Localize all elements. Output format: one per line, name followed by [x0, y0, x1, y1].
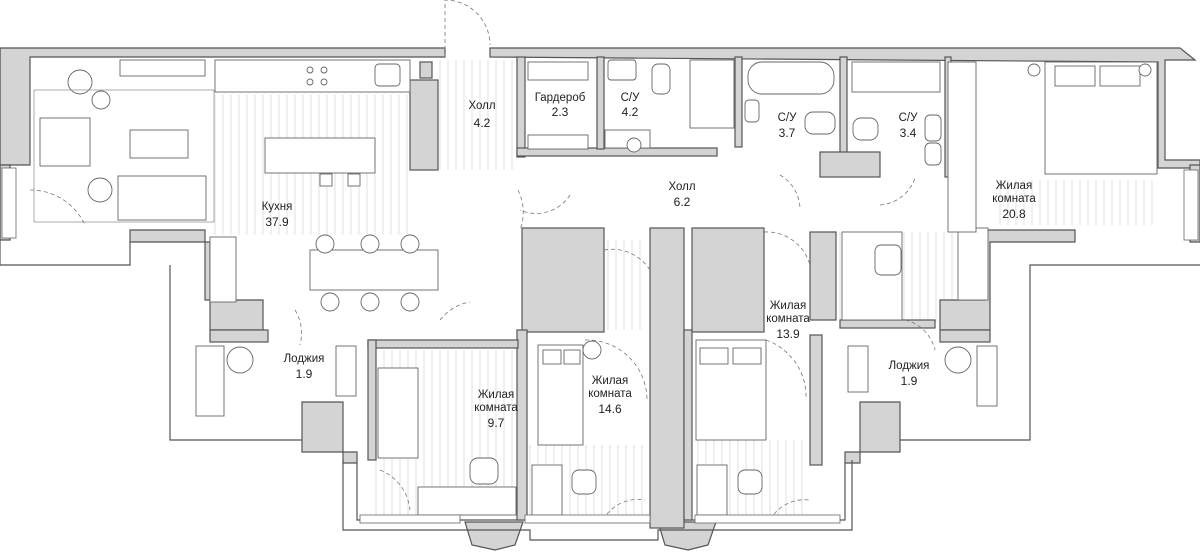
hall1-name: Холл — [468, 100, 495, 112]
loggia-left-name: Лоджия — [284, 353, 325, 365]
room-labels: Кухня 37.9 Холл 4.2 Гардероб 2.3 С/У 4.2… — [262, 92, 1037, 430]
center-bedroom-area: 14.6 — [598, 402, 622, 416]
hall2-area: 6.2 — [674, 195, 691, 209]
small-bedroom-name2: комната — [474, 402, 518, 414]
center-bedroom-name1: Жилая — [592, 375, 628, 387]
bath2-area: 3.7 — [779, 126, 796, 140]
bath3-name: С/У — [899, 112, 919, 124]
mid-bedroom-area: 13.9 — [776, 327, 800, 341]
mid-bedroom-name1: Жилая — [770, 300, 806, 312]
center-bedroom-name2: комната — [588, 388, 632, 400]
bathroom-fixtures — [527, 59, 942, 166]
wardrobe-area: 2.3 — [552, 105, 569, 119]
windows — [1, 167, 1199, 524]
small-bedroom-name1: Жилая — [478, 389, 514, 401]
loggia-right-name: Лоджия — [889, 360, 930, 372]
hall2-name: Холл — [668, 181, 695, 193]
kitchen-furniture — [33, 59, 439, 312]
bath1-area: 4.2 — [622, 105, 639, 119]
interior-walls — [209, 56, 991, 529]
wardrobe-name: Гардероб — [535, 92, 586, 104]
master-bedroom-area: 20.8 — [1002, 207, 1026, 221]
master-bedroom-name2: комната — [992, 193, 1036, 205]
mid-bedroom-name2: комната — [766, 313, 810, 325]
door-swings — [29, 0, 936, 521]
bath1-name: С/У — [621, 92, 641, 104]
small-bedroom-area: 9.7 — [488, 416, 505, 430]
loggia-right-area: 1.9 — [901, 374, 918, 388]
hall1-area: 4.2 — [474, 116, 491, 130]
loggia-left-area: 1.9 — [296, 367, 313, 381]
bedroom-furniture — [195, 61, 1158, 516]
master-bedroom-name1: Жилая — [996, 180, 1032, 192]
bath2-name: С/У — [778, 112, 798, 124]
kitchen-area: 37.9 — [265, 215, 289, 229]
bath3-area: 3.4 — [900, 126, 917, 140]
kitchen-name: Кухня — [262, 201, 293, 213]
